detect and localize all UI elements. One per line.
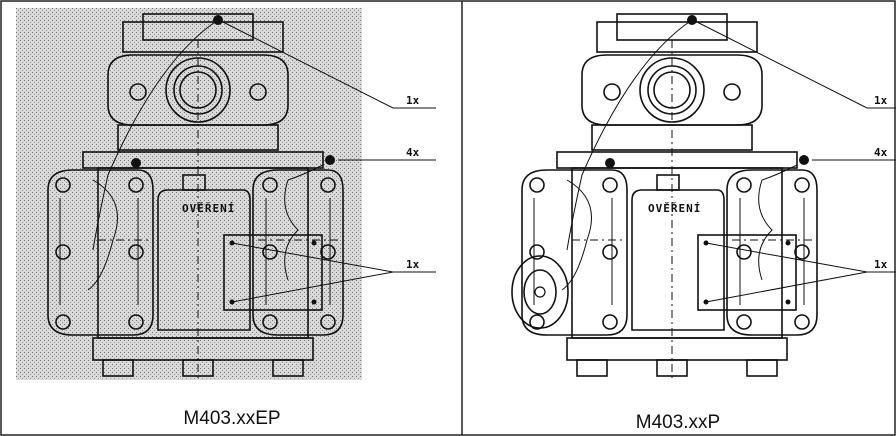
- verification-stamp: OVĚŘENÍ: [648, 202, 701, 215]
- left-panel: OVĚŘENÍ 1x 4x 1x M403.xxEP: [16, 8, 437, 429]
- verification-stamp: OVĚŘENÍ: [182, 202, 235, 215]
- seal-label-side: 4x: [874, 146, 888, 159]
- seal-label-cover: 1x: [406, 258, 420, 271]
- seal-label-cover: 1x: [874, 258, 888, 271]
- panel-caption: M403.xxEP: [183, 408, 280, 429]
- auxiliary-pump: [511, 255, 569, 329]
- pump-drawing-right: [521, 13, 896, 379]
- seal-label-top: 1x: [406, 94, 420, 107]
- right-panel: OVĚŘENÍ 1x 4x 1x M403.xxP: [511, 13, 896, 433]
- seal-label-side: 4x: [406, 146, 420, 159]
- halftone-background: [16, 8, 362, 380]
- panel-caption: M403.xxP: [636, 412, 720, 433]
- seal-label-top: 1x: [874, 94, 888, 107]
